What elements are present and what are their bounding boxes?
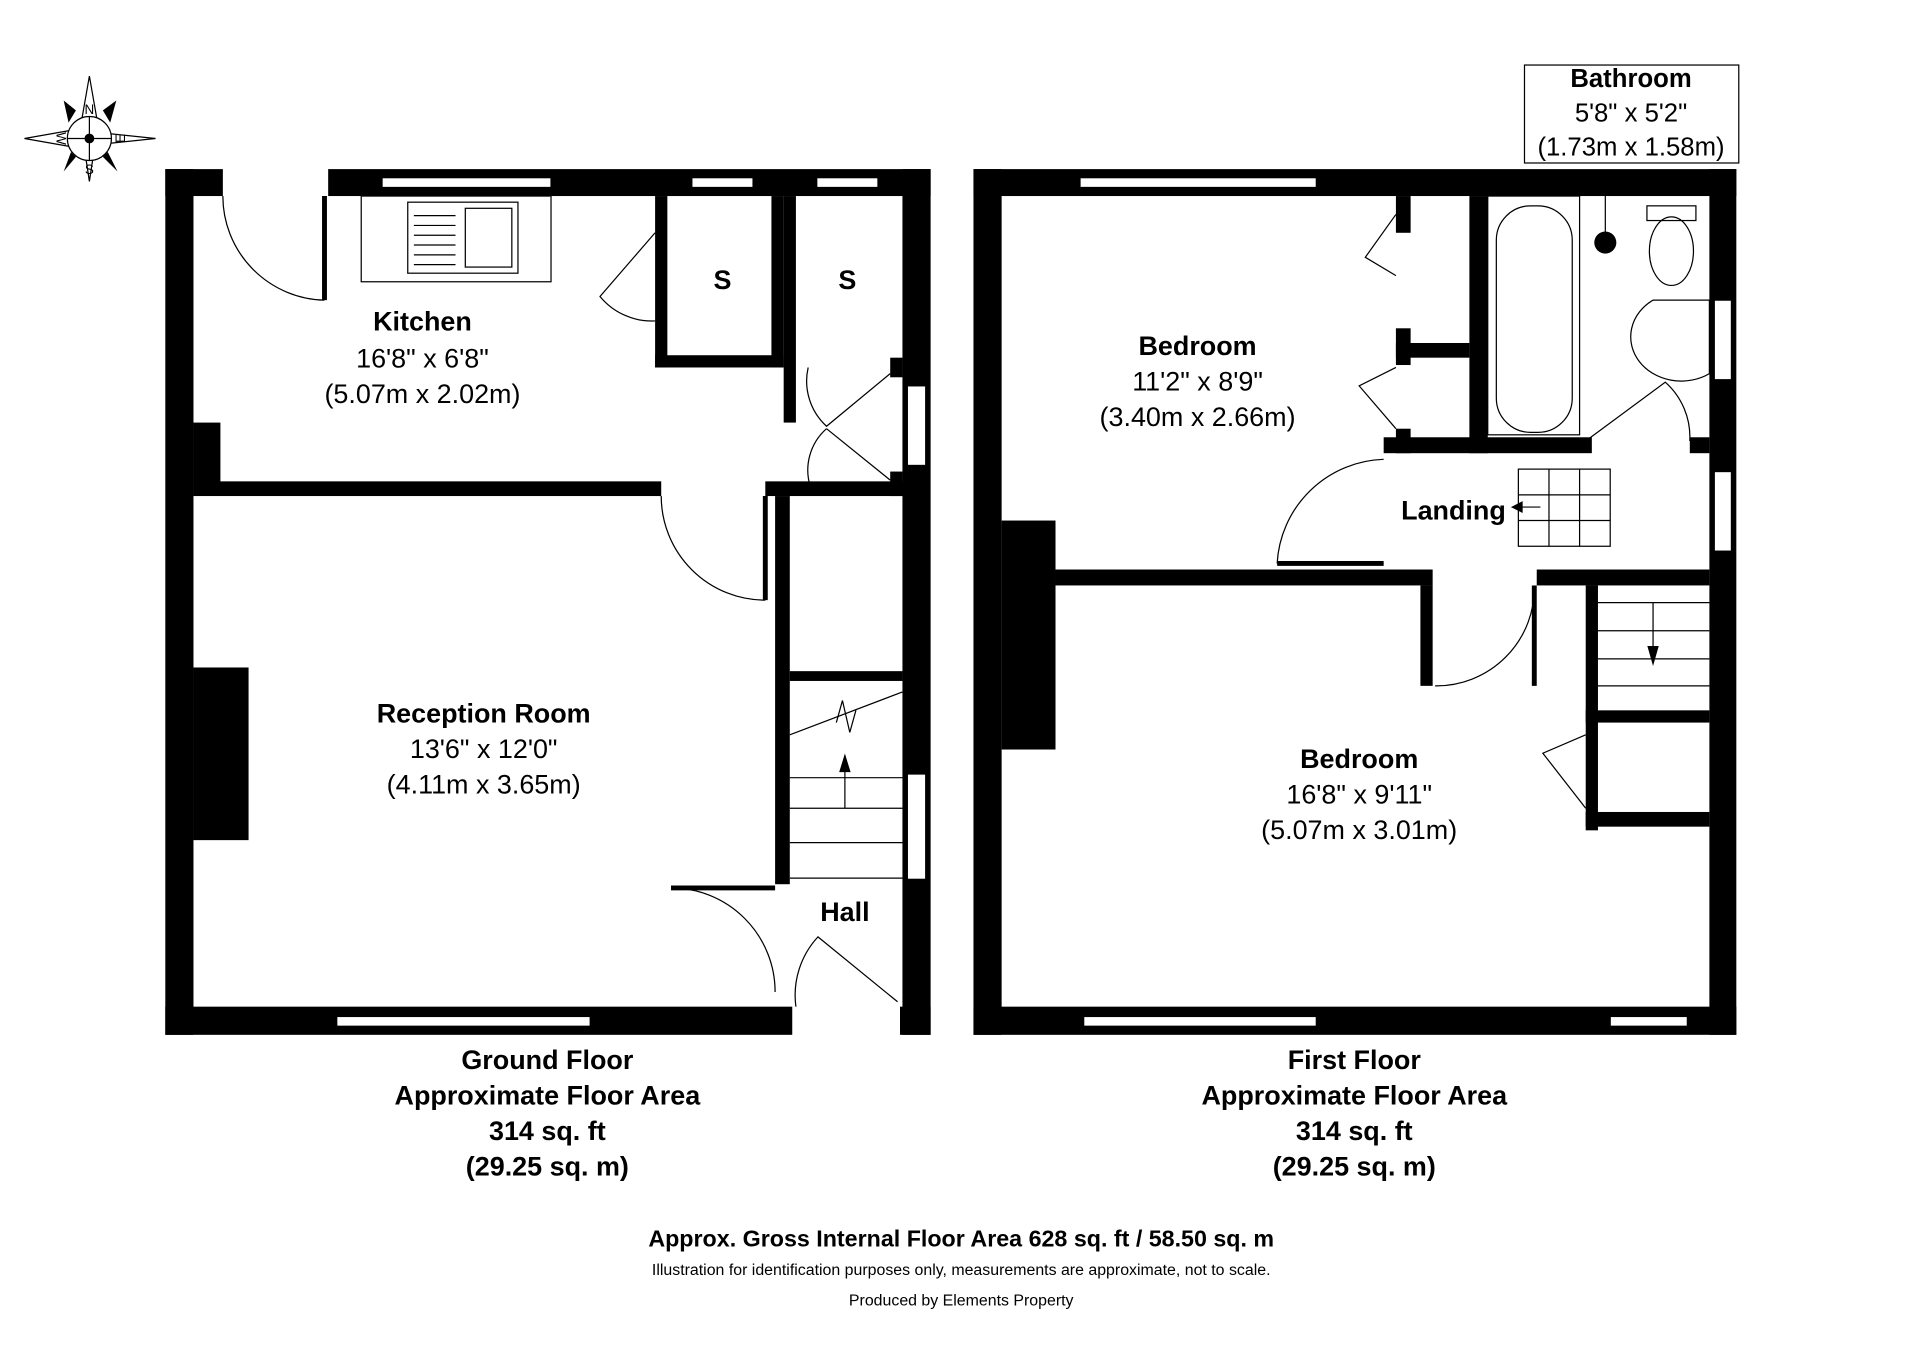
- producer-credit: Produced by Elements Property: [849, 1292, 1074, 1309]
- first-floor-area-sqft: 314 sq. ft: [1296, 1116, 1413, 1146]
- reception-metric: (4.11m x 3.65m): [387, 770, 581, 800]
- kitchen-imperial: 16'8" x 6'8": [356, 343, 489, 373]
- landing-label: Landing: [1401, 495, 1506, 525]
- first-floor-area-sqm: (29.25 sq. m): [1273, 1152, 1436, 1182]
- ground-floor-area-sqft: 314 sq. ft: [489, 1116, 606, 1146]
- bathroom-metric: (1.73m x 1.58m): [1537, 134, 1724, 162]
- compass-n: N: [85, 102, 95, 117]
- first-floor-title: First Floor: [1288, 1045, 1422, 1075]
- disclaimer: Illustration for identification purposes…: [652, 1262, 1271, 1279]
- kitchen-label: Kitchen: [373, 307, 472, 337]
- compass-s: S: [85, 162, 94, 177]
- hall-label: Hall: [820, 897, 869, 927]
- bedroom-2-label: Bedroom: [1300, 744, 1418, 774]
- bedroom-2-metric: (5.07m x 3.01m): [1261, 815, 1457, 845]
- first-floor-plan: Bedroom 11'2" x 8'9" (3.40m x 2.66m) Bed…: [973, 64, 1740, 1035]
- ground-floor-area-label: Approximate Floor Area: [395, 1081, 702, 1111]
- gross-area: Approx. Gross Internal Floor Area 628 sq…: [648, 1226, 1274, 1252]
- compass-e: E: [113, 134, 128, 143]
- bedroom-1-metric: (3.40m x 2.66m): [1100, 402, 1296, 432]
- reception-imperial: 13'6" x 12'0": [410, 734, 558, 764]
- ground-floor-plan: Kitchen 16'8" x 6'8" (5.07m x 2.02m) S S…: [165, 169, 931, 1035]
- bathroom-label: Bathroom: [1570, 65, 1691, 93]
- bedroom-1-imperial: 11'2" x 8'9": [1132, 367, 1263, 397]
- ground-floor-title: Ground Floor: [461, 1045, 633, 1075]
- bathroom-label-box: [1523, 64, 1740, 164]
- storage-label: S: [838, 265, 856, 295]
- first-floor-area-label: Approximate Floor Area: [1201, 1081, 1508, 1111]
- kitchen-metric: (5.07m x 2.02m): [324, 379, 520, 409]
- storage-label: S: [713, 265, 731, 295]
- bathroom-imperial: 5'8" x 5'2": [1575, 99, 1687, 127]
- ground-floor-area-sqm: (29.25 sq. m): [466, 1152, 629, 1182]
- compass-rose-icon: N S E W: [24, 75, 156, 182]
- bedroom-1-label: Bedroom: [1138, 331, 1256, 361]
- reception-label: Reception Room: [377, 699, 591, 729]
- compass-w: W: [53, 132, 68, 145]
- bedroom-2-imperial: 16'8" x 9'11": [1286, 779, 1432, 809]
